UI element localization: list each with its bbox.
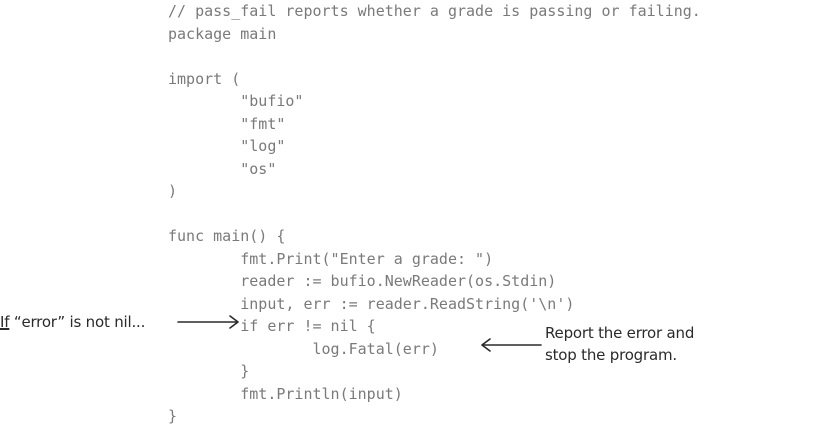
code-line: import ( [168, 69, 241, 88]
code-line: if err != nil { [168, 317, 376, 335]
annotation-error-not-nil: If “error” is not nil... [0, 313, 145, 331]
code-line: "bufio" [168, 92, 304, 110]
code-line: } [168, 362, 250, 380]
code-line: // pass_fail reports whether a grade is … [168, 2, 701, 20]
annotation-left-text: “error” is not nil... [9, 313, 146, 331]
code-line: fmt.Println(input) [168, 384, 403, 403]
annotation-report-error: Report the error and stop the program. [545, 322, 694, 366]
annotation-if-word: If [0, 313, 10, 331]
code-line: ) [168, 182, 178, 200]
code-line: log.Fatal(err) [168, 339, 439, 358]
code-line: "log" [168, 137, 286, 155]
annotation-right-line1: Report the error and [545, 324, 695, 342]
code-line: fmt.Print("Enter a grade: ") [168, 249, 494, 268]
annotation-right-line2: stop the program. [545, 346, 677, 364]
arrow-right-icon [177, 315, 239, 329]
code-line: } [168, 407, 178, 425]
code-line: input, err := reader.ReadString('\n') [168, 294, 575, 313]
code-line: reader := bufio.NewReader(os.Stdin) [168, 272, 557, 290]
code-line: func main() { [168, 227, 286, 245]
code-line: "fmt" [168, 114, 286, 133]
arrow-left-icon [481, 338, 542, 352]
code-listing: // pass_fail reports whether a grade is … [168, 0, 701, 428]
code-line: package main [168, 24, 277, 43]
code-line: "os" [168, 159, 277, 178]
